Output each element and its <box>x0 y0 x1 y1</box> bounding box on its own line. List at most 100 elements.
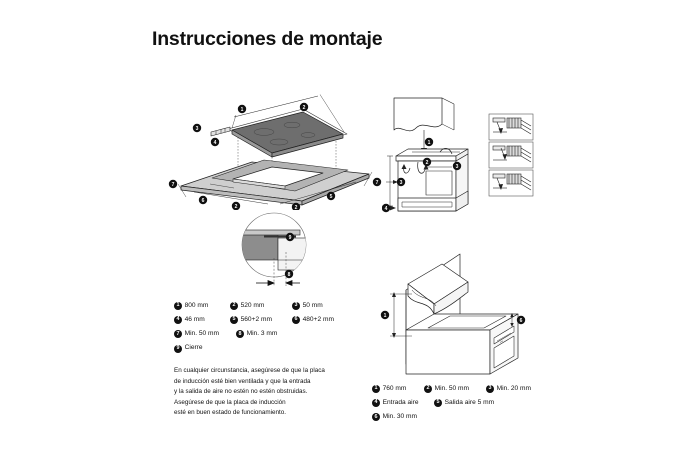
legend-r-bullet-6: 6 <box>372 413 380 422</box>
marker-4: 4 <box>210 137 220 147</box>
legend-row: 1 760 mm 2 Min. 50 mm 3 Min. 20 mm <box>372 385 544 393</box>
diagram-hood-clearance: 1 6 <box>372 252 532 384</box>
legend-item-2: 2 520 mm <box>230 302 292 310</box>
marker-2b: 2 <box>231 201 241 211</box>
note-line-3: y la salida de aire no estén no estén ob… <box>174 388 308 396</box>
legend-r-bullet-3: 3 <box>486 385 494 393</box>
marker-1: 1 <box>380 310 390 320</box>
note-line-4: Asegúrese de que la placa de inducción <box>174 398 286 406</box>
legend-label-7: Min. 50 mm <box>184 330 220 338</box>
legend-r-item-2: 2 Min. 50 mm <box>424 385 486 393</box>
legend-bullet-9: 9 <box>174 344 182 353</box>
legend-hob-dimensions: 1 800 mm 2 520 mm 3 50 mm 4 46 mm 5 560+… <box>174 302 344 359</box>
legend-row: 1 800 mm 2 520 mm 3 50 mm <box>174 302 344 310</box>
legend-r-label-2: Min. 50 mm <box>434 384 470 392</box>
legend-r-item-5: 5 Salida aire 5 mm <box>434 398 496 408</box>
legend-item-8: 8 Min. 3 mm <box>236 330 298 339</box>
svg-text:2: 2 <box>295 205 298 210</box>
svg-text:4: 4 <box>214 140 217 146</box>
legend-item-1: 1 800 mm <box>174 302 230 310</box>
diagram-oven-section: 1 2 3 3 4 <box>376 94 494 222</box>
legend-r-label-5: Salida aire 5 mm <box>444 398 495 406</box>
legend-r-label-1: 760 mm <box>382 384 407 392</box>
legend-label-2: 520 mm <box>240 301 265 309</box>
ventilation-note: En cualquier circunstancia, asegúrese de… <box>174 366 354 419</box>
marker-6a: 6 <box>198 195 208 205</box>
legend-item-5: 5 560+2 mm <box>230 315 292 325</box>
svg-text:1: 1 <box>241 107 244 113</box>
marker-2c: 2 <box>291 202 301 212</box>
diagram-detail-circle: 9 8 <box>234 212 330 294</box>
legend-row: 4 46 mm 5 560+2 mm 6 480+2 mm <box>174 315 344 325</box>
svg-text:6: 6 <box>520 318 523 324</box>
legend-row: 9 Cierre <box>174 344 344 353</box>
legend-r-item-6: 6 Min. 30 mm <box>372 413 424 422</box>
legend-r-label-3: Min. 20 mm <box>496 384 532 392</box>
legend-label-8: Min. 3 mm <box>246 330 278 338</box>
marker-9: 9 <box>285 232 295 242</box>
marker-4: 4 <box>381 203 391 213</box>
marker-5: 5 <box>326 191 336 201</box>
legend-r-item-1: 1 760 mm <box>372 385 424 393</box>
legend-label-4: 46 mm <box>184 315 205 323</box>
marker-2: 2 <box>422 157 432 167</box>
marker-2: 2 <box>299 102 309 112</box>
legend-r-bullet-2: 2 <box>424 385 432 393</box>
marker-3: 3 <box>192 123 202 133</box>
legend-r-item-3: 3 Min. 20 mm <box>486 385 544 393</box>
svg-text:4: 4 <box>385 206 388 212</box>
svg-text:1: 1 <box>384 313 387 319</box>
legend-bullet-1: 1 <box>174 302 182 310</box>
marker-3b: 3 <box>396 177 406 187</box>
marker-3a: 3 <box>452 161 462 171</box>
legend-bullet-5: 5 <box>230 316 238 325</box>
legend-row: 6 Min. 30 mm <box>372 413 544 422</box>
legend-label-1: 800 mm <box>184 301 209 309</box>
legend-item-3: 3 50 mm <box>292 302 344 310</box>
svg-text:9: 9 <box>289 235 292 241</box>
legend-clearances: 1 760 mm 2 Min. 50 mm 3 Min. 20 mm 4 Ent… <box>372 385 544 428</box>
legend-label-6: 480+2 mm <box>302 315 334 323</box>
legend-label-3: 50 mm <box>302 301 323 309</box>
legend-r-item-4: 4 Entrada aire <box>372 398 434 408</box>
diagram-screw-details <box>487 112 535 198</box>
legend-bullet-2: 2 <box>230 302 238 310</box>
svg-text:7: 7 <box>376 180 379 186</box>
legend-row: 4 Entrada aire 5 Salida aire 5 mm <box>372 398 544 408</box>
marker-6: 6 <box>516 315 526 325</box>
svg-text:3: 3 <box>400 180 403 186</box>
legend-item-9: 9 Cierre <box>174 344 230 353</box>
legend-item-7: 7 Min. 50 mm <box>174 330 236 339</box>
legend-r-bullet-5: 5 <box>434 399 442 408</box>
note-line-2: de inducción esté bien ventilada y que l… <box>174 377 311 385</box>
diagram-exploded-hob: 1 2 3 4 7 7 6 2 2 5 <box>168 92 383 212</box>
svg-text:5: 5 <box>330 194 333 200</box>
svg-text:6: 6 <box>202 198 205 204</box>
svg-text:2: 2 <box>426 160 429 166</box>
note-line-5: esté en buen estado de funcionamiento. <box>174 409 287 417</box>
legend-item-4: 4 46 mm <box>174 315 230 325</box>
svg-text:8: 8 <box>288 272 291 278</box>
legend-r-bullet-4: 4 <box>372 399 380 408</box>
legend-r-label-6: Min. 30 mm <box>382 413 418 421</box>
legend-label-9: Cierre <box>184 344 203 352</box>
page-title: Instrucciones de montaje <box>152 28 383 50</box>
legend-bullet-6: 6 <box>292 316 300 325</box>
legend-label-5: 560+2 mm <box>240 315 272 323</box>
svg-text:2: 2 <box>303 105 306 111</box>
marker-8: 8 <box>284 269 294 279</box>
svg-text:7: 7 <box>172 182 175 188</box>
svg-text:3: 3 <box>456 164 459 170</box>
marker-1: 1 <box>424 137 434 147</box>
marker-7b: 7 <box>372 177 382 187</box>
marker-7a: 7 <box>168 179 178 189</box>
legend-r-bullet-1: 1 <box>372 385 380 393</box>
legend-row: 7 Min. 50 mm 8 Min. 3 mm <box>174 330 344 339</box>
legend-bullet-4: 4 <box>174 316 182 325</box>
legend-bullet-3: 3 <box>292 302 300 310</box>
legend-r-label-4: Entrada aire <box>382 398 419 406</box>
svg-text:2: 2 <box>235 204 238 210</box>
marker-1: 1 <box>237 104 247 114</box>
svg-text:1: 1 <box>428 140 431 146</box>
